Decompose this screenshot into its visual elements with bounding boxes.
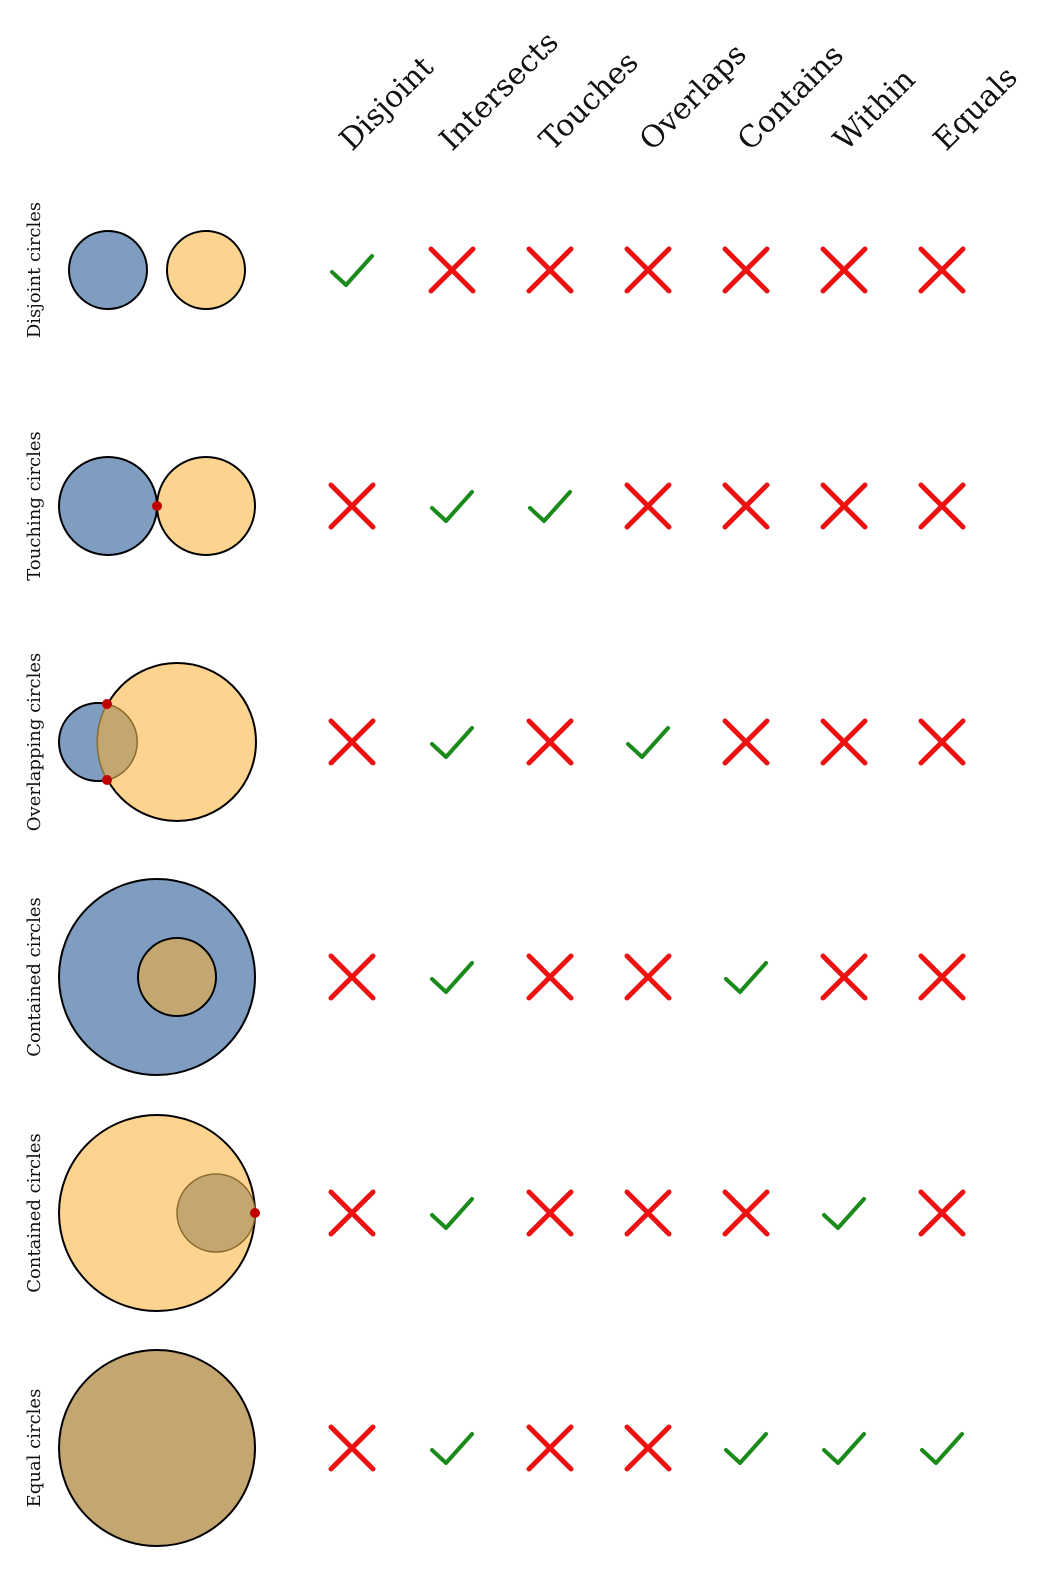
cross-icon <box>328 1424 376 1472</box>
marks-grid <box>328 246 966 1472</box>
cross-icon <box>722 482 770 530</box>
check-icon <box>330 254 374 287</box>
intersection-point-top <box>102 699 112 709</box>
check-icon <box>430 1432 474 1465</box>
column-header-overlaps: Overlaps <box>633 37 754 158</box>
cross-icon <box>428 246 476 294</box>
row-label-disjoint: Disjoint circles <box>24 202 45 338</box>
check-icon <box>822 1432 866 1465</box>
blue-circle <box>68 230 148 310</box>
cross-icon <box>918 718 966 766</box>
orange-circle <box>166 230 246 310</box>
cross-icon <box>820 246 868 294</box>
illustration-contains <box>58 878 256 1076</box>
cross-icon <box>918 1189 966 1237</box>
cross-icon <box>722 1189 770 1237</box>
cross-icon <box>624 1424 672 1472</box>
inner-circle <box>176 1173 256 1253</box>
equal-circle <box>58 1349 256 1547</box>
cross-icon <box>918 482 966 530</box>
illustration-touching <box>58 456 256 556</box>
column-header-disjoint: Disjoint <box>333 50 441 158</box>
row-labels: Disjoint circles Touching circles Overla… <box>24 202 45 1507</box>
cross-icon <box>624 246 672 294</box>
row-label-touching: Touching circles <box>24 431 45 580</box>
cross-icon <box>526 246 574 294</box>
check-icon <box>430 490 474 523</box>
row-label-overlapping: Overlapping circles <box>24 653 45 831</box>
check-icon <box>724 961 768 994</box>
cross-icon <box>526 1424 574 1472</box>
blue-circle <box>58 456 158 556</box>
column-headers: Disjoint Intersects Touches Overlaps Con… <box>333 25 1025 158</box>
illustration-overlapping <box>58 662 257 822</box>
check-icon <box>920 1432 964 1465</box>
overlap-region <box>96 703 138 781</box>
cross-icon <box>526 718 574 766</box>
check-icon <box>430 961 474 994</box>
column-header-equals: Equals <box>927 60 1025 158</box>
cross-icon <box>820 953 868 1001</box>
row-label-equal: Equal circles <box>24 1389 45 1508</box>
cross-icon <box>918 953 966 1001</box>
cross-icon <box>820 718 868 766</box>
check-icon <box>724 1432 768 1465</box>
illustration-disjoint <box>68 230 246 310</box>
cross-icon <box>328 718 376 766</box>
cross-icon <box>328 1189 376 1237</box>
cross-icon <box>526 1189 574 1237</box>
row-label-contains: Contained circles <box>24 897 45 1057</box>
orange-circle <box>156 456 256 556</box>
cross-icon <box>918 246 966 294</box>
cross-icon <box>624 482 672 530</box>
check-icon <box>430 1197 474 1230</box>
inner-circle <box>137 937 217 1017</box>
check-icon <box>626 726 670 759</box>
check-icon <box>430 726 474 759</box>
column-header-within: Within <box>827 62 923 158</box>
intersection-point-bottom <box>102 775 112 785</box>
cross-icon <box>722 718 770 766</box>
cross-icon <box>328 953 376 1001</box>
cross-icon <box>722 246 770 294</box>
row-label-within: Contained circles <box>24 1133 45 1293</box>
check-icon <box>528 490 572 523</box>
touch-point <box>250 1208 260 1218</box>
cross-icon <box>526 953 574 1001</box>
check-icon <box>822 1197 866 1230</box>
cross-icon <box>820 482 868 530</box>
illustration-equal <box>58 1349 256 1547</box>
illustration-within <box>58 1114 260 1312</box>
cross-icon <box>624 1189 672 1237</box>
touch-point <box>152 501 162 511</box>
cross-icon <box>624 953 672 1001</box>
cross-icon <box>328 482 376 530</box>
